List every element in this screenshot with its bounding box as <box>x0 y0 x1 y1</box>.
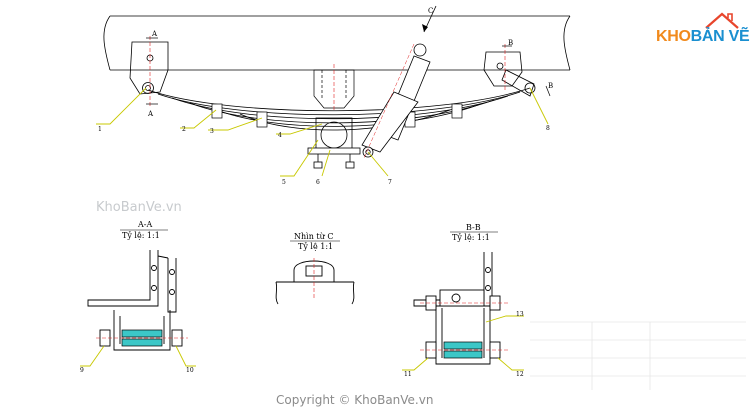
axle-seat <box>307 117 361 169</box>
logo-part-banve: BẢN VẼ <box>690 28 750 45</box>
logo-part-kho: KHO <box>656 28 691 45</box>
part-label-8: 8 <box>546 125 550 132</box>
part-label-2: 2 <box>182 126 186 133</box>
detail-bb-part-13: 13 <box>516 311 524 318</box>
front-hanger-bracket <box>129 36 169 108</box>
shock-absorber <box>361 43 431 159</box>
watermark-site: KhoBanVe.vn <box>96 200 182 215</box>
title-block-ghost <box>530 321 746 390</box>
section-mark-a-bottom: A <box>147 110 154 118</box>
detail-aa-title: A-A <box>137 220 152 229</box>
kho-ban-ve-logo: KHOBẢN VẼ <box>656 12 750 52</box>
detail-aa-part-10: 10 <box>186 367 194 374</box>
detail-bb-part-11: 11 <box>404 371 412 378</box>
detail-view-aa: A-A Tỷ lệ: 1:1 9 10 <box>80 220 196 374</box>
chassis-frame <box>103 15 571 71</box>
section-mark-b-side: B <box>548 82 553 90</box>
detail-bb-scale: Tỷ lệ: 1:1 <box>452 233 490 242</box>
leaf-spring-pack <box>147 87 531 131</box>
leader-lines <box>96 87 549 177</box>
detail-c-scale: Tỷ lệ 1:1 <box>298 242 333 251</box>
detail-view-bb: B-B Tỷ lệ: 1:1 11 12 13 <box>402 223 524 378</box>
logo-text: KHOBẢN VẼ <box>656 28 750 46</box>
watermark-copyright: Copyright © KhoBanVe.vn <box>276 393 433 407</box>
part-label-6: 6 <box>316 179 320 186</box>
section-mark-c: C <box>428 7 433 15</box>
detail-aa-scale: Tỷ lệ: 1:1 <box>122 231 160 240</box>
detail-c-title: Nhìn từ C <box>294 232 333 241</box>
section-mark-a-top: A <box>151 30 158 38</box>
part-numbers: 1 2 3 4 5 6 7 8 <box>98 125 550 186</box>
part-label-7: 7 <box>388 179 392 186</box>
detail-bb-title: B-B <box>466 223 481 232</box>
section-mark-b-top: B <box>508 39 513 47</box>
detail-bb-part-12: 12 <box>516 371 524 378</box>
detail-view-c: Nhìn từ C Tỷ lệ 1:1 <box>275 232 355 305</box>
center-bracket <box>313 64 355 112</box>
rear-hanger-bracket <box>483 44 536 97</box>
house-roof-icon <box>705 12 739 29</box>
detail-aa-part-9: 9 <box>80 367 84 374</box>
view-arrow-c: C <box>422 5 437 33</box>
section-marks <box>146 37 551 105</box>
part-label-3: 3 <box>210 128 214 135</box>
part-label-5: 5 <box>282 179 286 186</box>
part-label-4: 4 <box>278 132 282 139</box>
part-label-1: 1 <box>98 126 102 133</box>
